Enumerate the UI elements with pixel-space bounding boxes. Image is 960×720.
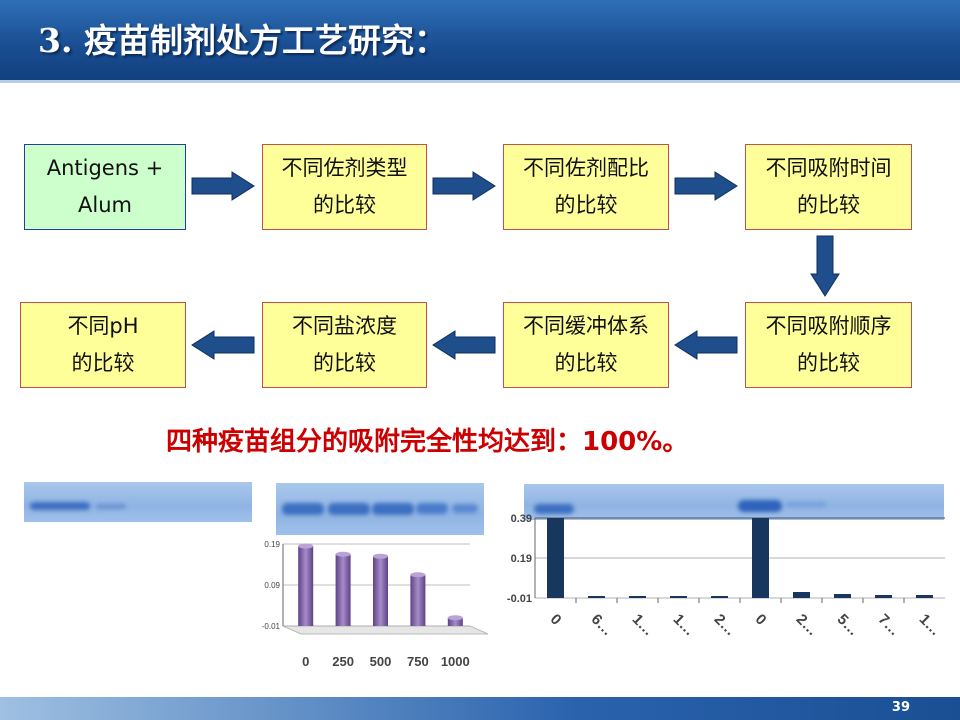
- flow-start-box: Antigens + Alum: [24, 144, 186, 230]
- chart2-bar-cap: [373, 553, 388, 559]
- chart2-ytick: -0.01: [262, 622, 281, 631]
- flow-step-ph: 不同pH 的比较: [20, 302, 186, 388]
- chart3-xtick: 6…: [588, 611, 617, 640]
- title-banner: 3. 疫苗制剂处方工艺研究：: [0, 0, 960, 80]
- gel-image-3: [524, 484, 944, 520]
- flow-step7-label: 不同pH 的比较: [67, 314, 139, 375]
- arrow-left-icon: [674, 330, 738, 360]
- gel-image-2: [276, 483, 484, 535]
- chart3-ytick: 0.39: [511, 513, 532, 525]
- conclusion-text: 四种疫苗组分的吸附完全性均达到：100%。: [166, 427, 689, 457]
- slide-title: 3. 疫苗制剂处方工艺研究：: [38, 21, 447, 60]
- title-divider: [0, 80, 960, 83]
- flow-step5-label: 不同缓冲体系 的比较: [523, 314, 649, 375]
- chart2-bar: [373, 556, 388, 626]
- chart2-xtick: 500: [370, 654, 392, 669]
- flow-step-salt-concentration: 不同盐浓度 的比较: [262, 302, 427, 388]
- arrow-right-icon: [432, 171, 496, 201]
- chart-3: 0.39 0.19 -0.01 0 6… 1… 1… 2… 0 2… 5… 7… 1…: [507, 513, 945, 640]
- flow-step-adsorption-time: 不同吸附时间 的比较: [745, 144, 912, 230]
- flow-step2-label: 不同佐剂配比 的比较: [523, 156, 649, 217]
- chart3-ytick: -0.01: [507, 593, 532, 605]
- chart2-bar: [335, 554, 351, 626]
- chart3-xtick: 7…: [875, 611, 904, 640]
- chart3-xtick: 0: [547, 611, 565, 629]
- chart3-bar: [834, 594, 851, 598]
- chart3-xtick: 1…: [670, 611, 699, 640]
- flow-step1-label: 不同佐剂类型 的比较: [281, 156, 408, 217]
- chart2-bar-cap: [298, 543, 314, 549]
- arrow-left-icon: [432, 330, 496, 360]
- chart3-bar: [588, 596, 605, 598]
- chart2-xtick: 0: [302, 654, 309, 669]
- chart3-bar: [793, 592, 810, 598]
- arrow-down-icon: [810, 235, 840, 297]
- chart3-bar: [916, 595, 933, 598]
- chart2-ytick: 0.09: [264, 581, 280, 590]
- chart3-xtick: 0: [752, 611, 770, 629]
- chart3-xtick: 2…: [711, 611, 740, 640]
- chart2-xtick: 250: [332, 654, 354, 669]
- chart2-bar: [410, 574, 426, 626]
- chart2-xtick: 1000: [441, 654, 470, 669]
- chart3-bar: [752, 518, 769, 598]
- chart3-xtick: 2…: [793, 611, 822, 640]
- chart2-bar-cap: [447, 615, 463, 621]
- chart-2: 0.19 0.09 -0.01 0 250 500 750 1000: [262, 540, 489, 669]
- chart3-xtick: 1…: [916, 611, 945, 640]
- footer-bar: [0, 697, 960, 720]
- flow-step4-label: 不同吸附顺序 的比较: [765, 314, 892, 375]
- flow-step3-label: 不同吸附时间 的比较: [765, 156, 892, 217]
- chart2-bar-cap: [335, 551, 351, 557]
- chart2-ytick: 0.19: [264, 540, 280, 549]
- chart3-ytick: 0.19: [511, 553, 532, 565]
- chart2-bar: [447, 617, 463, 626]
- flow-step-adsorption-order: 不同吸附顺序 的比较: [745, 302, 912, 388]
- chart3-bar: [711, 596, 728, 598]
- chart3-xtick: 5…: [834, 611, 863, 640]
- chart2-bar-cap: [410, 572, 426, 578]
- page-number: 39: [891, 700, 910, 715]
- chart3-xtick: 1…: [629, 611, 658, 640]
- chart3-bar: [875, 595, 892, 598]
- arrow-right-icon: [674, 171, 738, 201]
- flow-step-adjuvant-ratio: 不同佐剂配比 的比较: [503, 144, 669, 230]
- gel-image-1: [24, 482, 252, 522]
- flow-start-label: Antigens + Alum: [46, 156, 164, 217]
- flow-step-buffer-system: 不同缓冲体系 的比较: [503, 302, 669, 388]
- flow-step-adjuvant-type: 不同佐剂类型 的比较: [262, 144, 427, 230]
- chart2-bar: [298, 546, 314, 626]
- chart3-bar: [547, 518, 564, 598]
- chart3-bar: [629, 596, 646, 598]
- arrow-right-icon: [191, 171, 255, 201]
- chart2-xtick: 750: [407, 654, 429, 669]
- flow-step6-label: 不同盐浓度 的比较: [292, 314, 397, 375]
- chart3-bar: [670, 596, 687, 598]
- chart2-floor: [282, 625, 489, 635]
- arrow-left-icon: [191, 330, 255, 360]
